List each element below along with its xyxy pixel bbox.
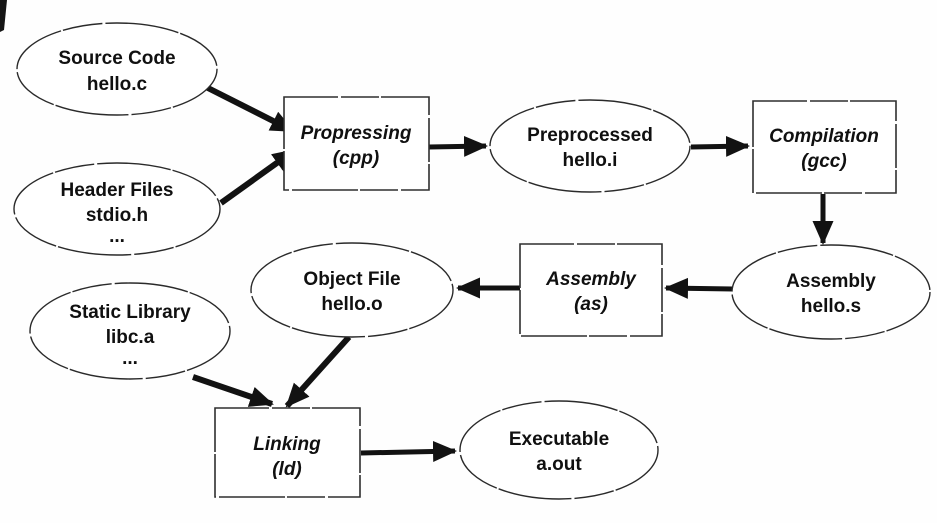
diagram-edges: [192, 83, 834, 462]
linking-label-line2: (ld): [272, 459, 302, 480]
compilation-box: [752, 100, 897, 194]
linking-label-line1: Linking: [253, 434, 321, 455]
object-file-label-line1: Object File: [303, 269, 400, 290]
compilation-label-line2: (gcc): [801, 151, 846, 172]
static-library-label-line3: ...: [122, 348, 138, 369]
executable-label-line1: Executable: [509, 429, 609, 450]
arrow-preprocessing-to-preprocessed: [428, 135, 488, 157]
assembler-box: [519, 243, 663, 337]
scan-artifact-mark: [0, 0, 7, 32]
preprocessed-ellipse: [489, 99, 691, 193]
object-file-label-line2: hello.o: [321, 294, 382, 315]
node-executable: Executable a.out: [459, 400, 659, 500]
arrow-preprocessed-to-compilation: [690, 135, 750, 157]
header-files-label-line2: stdio.h: [86, 205, 148, 226]
preprocessed-label-line1: Preprocessed: [527, 125, 653, 146]
header-files-label-line1: Header Files: [61, 180, 174, 201]
arrow-linking-to-executable: [360, 440, 457, 462]
preprocessing-label-line2: (cpp): [333, 148, 379, 169]
preprocessed-label-line2: hello.i: [563, 150, 618, 171]
static-library-label-line2: libc.a: [106, 327, 155, 348]
source-code-label-line2: hello.c: [87, 74, 148, 95]
node-preprocessing: Propressing (cpp): [283, 96, 430, 191]
assembly-file-label-line1: Assembly: [786, 271, 876, 292]
linking-box: [214, 407, 361, 498]
assembler-label-line1: Assembly: [545, 269, 637, 290]
object-file-ellipse: [250, 242, 454, 338]
assembly-file-ellipse: [731, 244, 931, 340]
static-library-label-line1: Static Library: [69, 302, 191, 323]
node-linking: Linking (ld): [214, 407, 361, 498]
node-preprocessed: Preprocessed hello.i: [489, 99, 691, 193]
assembly-file-label-line2: hello.s: [801, 296, 861, 317]
arrow-header-files-to-preprocessing: [219, 147, 297, 206]
source-code-ellipse: [16, 22, 218, 116]
arrow-assembly-file-to-assembler: [664, 277, 734, 299]
preprocessing-box: [283, 96, 430, 191]
node-static-library: Static Library libc.a ...: [29, 282, 231, 380]
header-files-label-line3: ...: [109, 226, 125, 247]
assembler-label-line2: (as): [574, 294, 608, 315]
node-header-files: Header Files stdio.h ...: [13, 162, 221, 256]
compilation-label-line1: Compilation: [769, 126, 879, 147]
node-assembler: Assembly (as): [519, 243, 663, 337]
arrow-static-library-to-linking: [192, 374, 274, 407]
arrow-object-file-to-linking: [284, 334, 352, 409]
header-files-ellipse: [13, 162, 221, 256]
source-code-label-line1: Source Code: [58, 48, 175, 69]
executable-label-line2: a.out: [536, 454, 582, 475]
arrow-source-code-to-preprocessing: [202, 83, 295, 134]
preprocessing-label-line1: Propressing: [301, 123, 412, 144]
node-compilation: Compilation (gcc): [752, 100, 897, 194]
static-library-ellipse: [29, 282, 231, 380]
node-source-code: Source Code hello.c: [16, 22, 218, 116]
executable-ellipse: [459, 400, 659, 500]
node-assembly-file: Assembly hello.s: [731, 244, 931, 340]
node-object-file: Object File hello.o: [250, 242, 454, 338]
